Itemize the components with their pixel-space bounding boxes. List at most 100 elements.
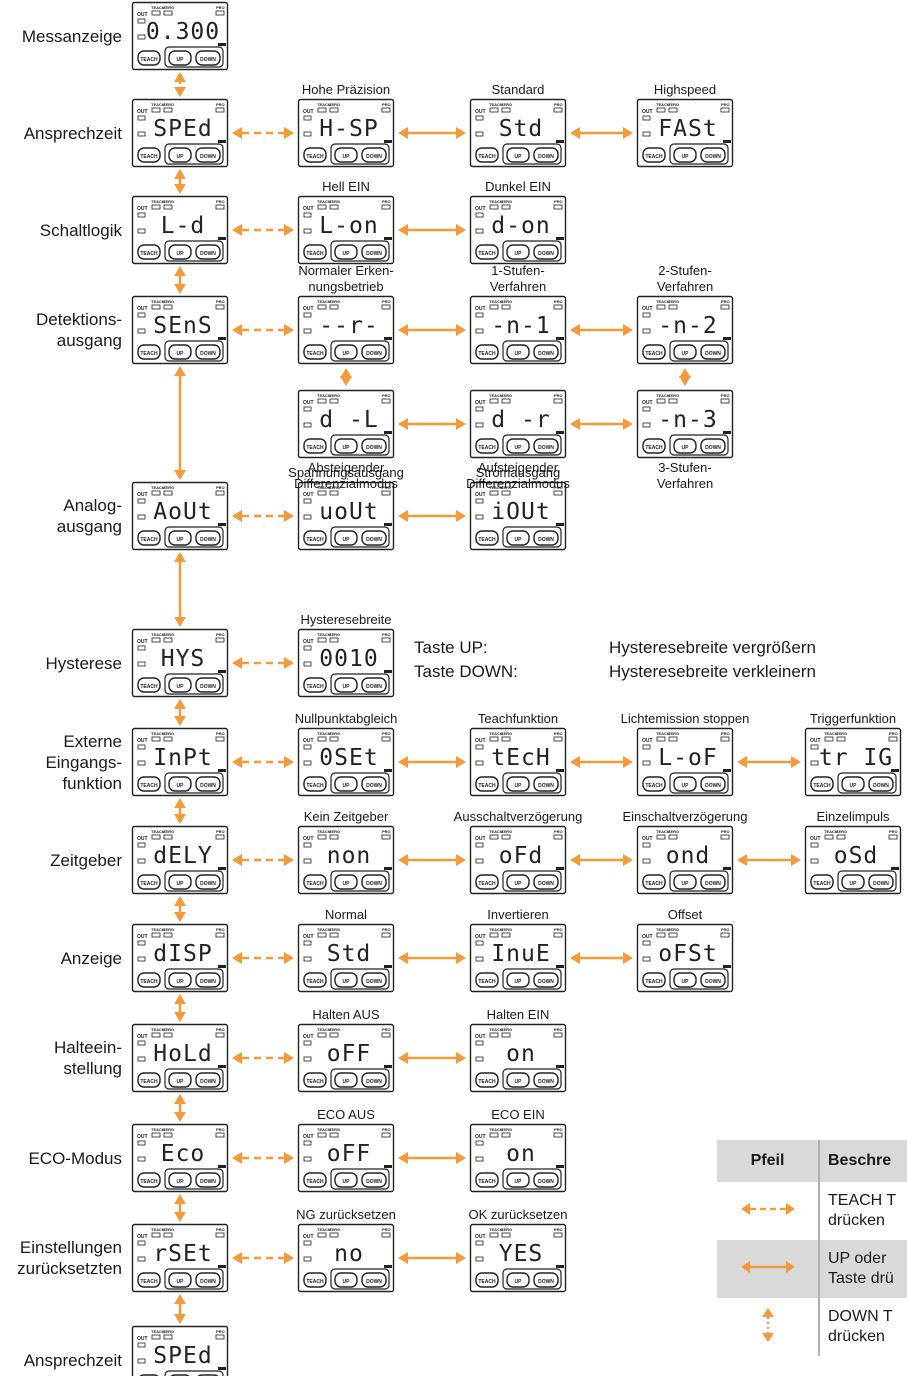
lcd-pro-label: PRO: [216, 632, 225, 637]
lcd-out-label: OUT: [475, 836, 486, 842]
svg-text:TEACH: TEACH: [140, 351, 158, 357]
svg-text:TEACH: TEACH: [478, 154, 496, 160]
option-label-r10-1-line: ECO EIN: [491, 1107, 545, 1122]
main-arrow-4: [174, 552, 186, 627]
legend-desc-solid-line2: Taste drü: [828, 1270, 894, 1287]
option-label-r8-1: Invertieren: [433, 907, 603, 923]
lcd-out-label: OUT: [303, 306, 314, 312]
sub-option-label-r3-2: 3-Stufen-Verfahren: [600, 460, 770, 492]
option-label-r8-2-line: Offset: [667, 907, 703, 922]
svg-text:DOWN: DOWN: [538, 881, 554, 887]
option-label-r6-3: Triggerfunktion: [768, 711, 907, 727]
lcd-value: oFd: [499, 843, 544, 869]
up-button-icon: UP: [673, 147, 697, 163]
option-label-r7-3: Einzelimpuls: [768, 809, 907, 825]
lcd-teach-label: TEACH: [317, 1027, 331, 1032]
up-button-icon: UP: [168, 776, 192, 792]
lcd-pro-label: PRO: [216, 5, 225, 10]
main-arrow-2: [174, 266, 186, 294]
svg-text:DOWN: DOWN: [200, 783, 216, 789]
svg-text:DOWN: DOWN: [200, 57, 216, 63]
svg-text:UP: UP: [682, 979, 690, 985]
lcd-pro-label: PRO: [554, 1227, 563, 1232]
svg-text:DOWN: DOWN: [366, 445, 382, 451]
teach-button-icon: TEACH: [475, 344, 499, 360]
lcd-pro-label: PRO: [216, 829, 225, 834]
option-label-r9-0-line: Halten AUS: [312, 1007, 380, 1022]
down-button-icon: DOWN: [700, 344, 726, 360]
lcd-teach-label: TEACH: [151, 1127, 165, 1132]
down-button-icon: DOWN: [868, 776, 894, 792]
svg-text:DOWN: DOWN: [366, 251, 382, 257]
svg-text:UP: UP: [343, 1179, 351, 1185]
lcd-teach-label: TEACH: [151, 1329, 165, 1334]
svg-text:TEACH: TEACH: [140, 783, 158, 789]
teach-button-icon: TEACH: [137, 1272, 161, 1288]
lcd-value: tr IG: [819, 745, 893, 771]
svg-text:TEACH: TEACH: [140, 154, 158, 160]
svg-text:TEACH: TEACH: [645, 445, 663, 451]
svg-text:DOWN: DOWN: [200, 1179, 216, 1185]
dashed-arrow-r7: [232, 854, 294, 866]
svg-text:TEACH: TEACH: [478, 537, 496, 543]
option-label-r1-1: Standard: [433, 82, 603, 98]
lcd-pro-label: PRO: [889, 829, 898, 834]
svg-text:DOWN: DOWN: [873, 881, 889, 887]
lcd-value: L-on: [319, 213, 378, 239]
row-label-r10-line: ECO-Modus: [28, 1148, 122, 1168]
svg-text:DOWN: DOWN: [538, 1279, 554, 1285]
dashed-arrow-r8: [232, 952, 294, 964]
row-label-r7-line: Zeitgeber: [50, 850, 122, 870]
lcd-zero-label: ZERO: [163, 1127, 174, 1132]
lcd-teach-label: TEACH: [656, 829, 670, 834]
svg-text:UP: UP: [515, 881, 523, 887]
svg-text:DOWN: DOWN: [538, 979, 554, 985]
svg-text:TEACH: TEACH: [478, 979, 496, 985]
lcd-pro-label: PRO: [382, 102, 391, 107]
lcd-teach-label: TEACH: [656, 731, 670, 736]
dashed-arrow-r4: [232, 510, 294, 522]
row-label-r9: Halteein-stellung: [54, 1037, 122, 1079]
svg-text:UP: UP: [343, 351, 351, 357]
svg-text:DOWN: DOWN: [200, 881, 216, 887]
solid-arrow-r3-1: [398, 324, 466, 336]
teach-button-icon: TEACH: [137, 1072, 161, 1088]
option-label-r10-0-line: ECO AUS: [317, 1107, 375, 1122]
lcd-out-label: OUT: [303, 1134, 314, 1140]
lcd-zero-label: ZERO: [501, 102, 512, 107]
svg-text:TEACH: TEACH: [645, 979, 663, 985]
lcd-teach-label: TEACH: [489, 485, 503, 490]
hysteresis-action-0: Hysteresebreite vergrößern: [609, 638, 816, 657]
solid-arrow-r8-2: [570, 952, 633, 964]
svg-text:TEACH: TEACH: [306, 783, 324, 789]
dashed-arrow-r1: [232, 127, 294, 139]
svg-text:DOWN: DOWN: [200, 979, 216, 985]
lcd-value: HYS: [161, 646, 206, 672]
teach-button-icon: TEACH: [475, 1272, 499, 1288]
teach-button-icon: TEACH: [303, 244, 327, 260]
solid-arrow-r6-3: [737, 756, 801, 768]
svg-text:DOWN: DOWN: [200, 251, 216, 257]
up-button-icon: UP: [673, 344, 697, 360]
lcd-teach-label: TEACH: [824, 829, 838, 834]
up-button-icon: UP: [168, 1072, 192, 1088]
option-label-r6-2: Lichtemission stoppen: [600, 711, 770, 727]
option-label-r2-0: Hell EIN: [261, 179, 431, 195]
solid-arrow-r10-1: [398, 1152, 466, 1164]
up-button-icon: UP: [506, 776, 530, 792]
main-arrow-8: [174, 994, 186, 1022]
svg-text:TEACH: TEACH: [140, 251, 158, 257]
option-label-r4-0-line: Spannungsausgang: [288, 465, 404, 480]
svg-text:UP: UP: [682, 881, 690, 887]
down-button-icon: DOWN: [361, 776, 387, 792]
lcd-teach-label: TEACH: [151, 199, 165, 204]
